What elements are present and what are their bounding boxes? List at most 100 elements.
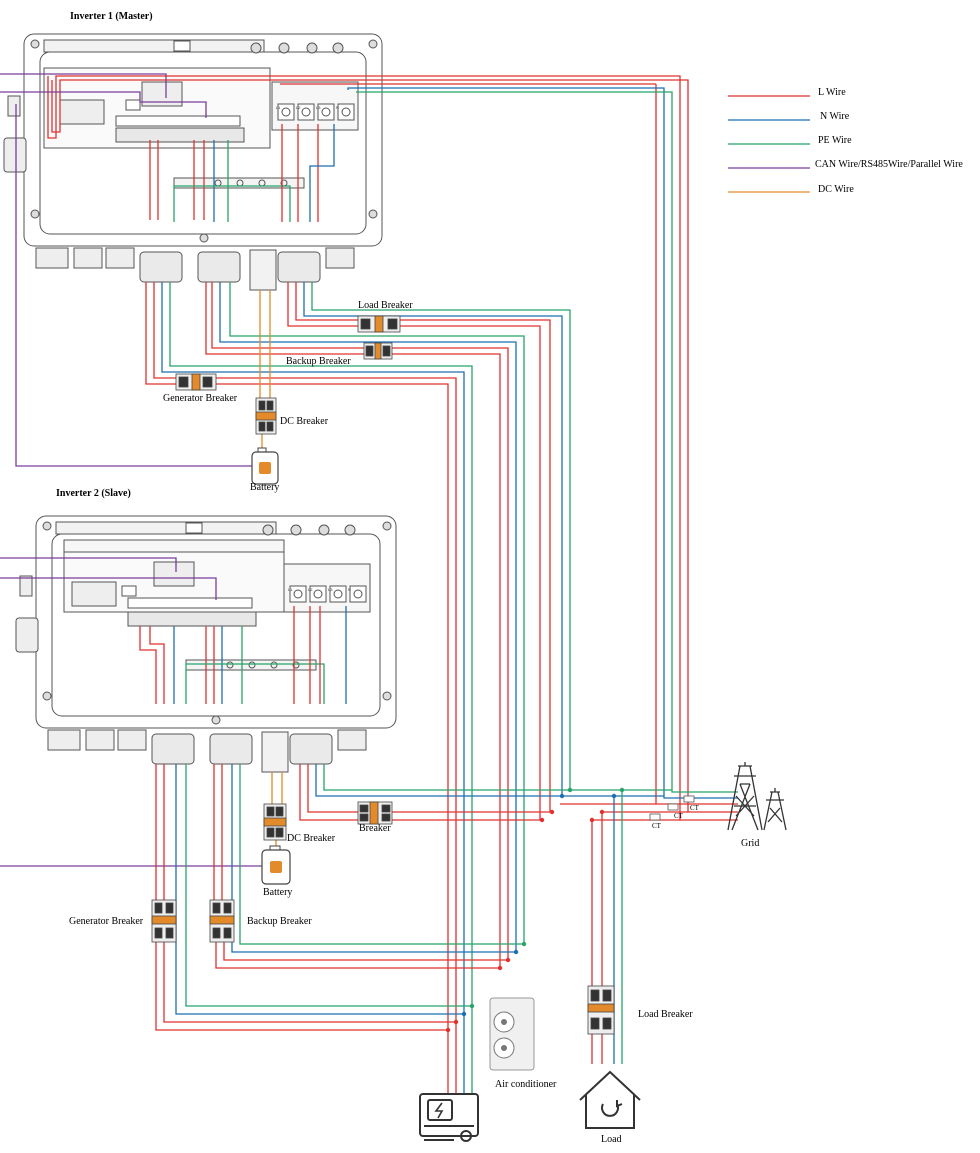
- wire-l: [153, 282, 176, 379]
- wire-l: [145, 282, 176, 385]
- dc-breaker-slave: [263, 803, 287, 841]
- load-breaker-bottom: [587, 985, 615, 1035]
- junction-dot: [559, 793, 565, 799]
- dc-breaker-label-slave: DC Breaker: [287, 833, 336, 844]
- load-house-icon: [579, 1070, 641, 1129]
- backup-breaker-label-master: Backup Breaker: [286, 356, 351, 367]
- slave-title: Inverter 2 (Slave): [56, 488, 131, 499]
- junction-dot: [539, 817, 545, 823]
- wire-n: [309, 124, 335, 222]
- wire-l: [400, 325, 541, 820]
- wire-l: [163, 940, 456, 1023]
- junction-dot: [505, 957, 511, 963]
- svg-text:L3: L3: [328, 587, 333, 592]
- wires: [0, 73, 738, 1094]
- master-terminal-labels: L1 L2 L3 N: [276, 105, 339, 110]
- junction-dot: [453, 1019, 459, 1025]
- battery-slave: [261, 845, 291, 885]
- wire-p: [239, 764, 524, 945]
- junction-dot: [549, 809, 555, 815]
- wire-l: [392, 347, 509, 958]
- wire-l: [287, 282, 358, 327]
- backup-breaker-label-slave: Backup Breaker: [247, 916, 312, 927]
- inverter-slave: [15, 515, 397, 773]
- backup-breaker-slave: [209, 899, 235, 943]
- air-conditioner-label: Air conditioner: [495, 1079, 557, 1090]
- wire-p: [185, 764, 472, 1007]
- wire-p: [185, 663, 325, 704]
- legend-can-wire: CAN Wire/RS485Wire/Parallel Wire: [815, 159, 963, 170]
- load-breaker-master: [357, 315, 401, 333]
- wire-l: [223, 940, 508, 961]
- junction-dot: [513, 949, 519, 955]
- inverter-master: [3, 33, 383, 291]
- generator-icon: [419, 1093, 479, 1142]
- wire-p: [173, 185, 291, 222]
- wire-l: [295, 282, 358, 321]
- junction-dot: [611, 793, 617, 799]
- ct-label-1: CT: [652, 822, 662, 830]
- wire-l: [299, 764, 358, 821]
- ct-label-2: CT: [674, 812, 684, 820]
- svg-text:L2: L2: [308, 587, 313, 592]
- junction-dot: [461, 1011, 467, 1017]
- wire-l: [400, 319, 551, 812]
- wire-p: [229, 282, 525, 944]
- legend: L Wire N Wire PE Wire CAN Wire/RS485Wire…: [728, 87, 963, 195]
- dc-breaker-label-master: DC Breaker: [280, 416, 329, 427]
- wire-l: [214, 377, 457, 1030]
- legend-pe-wire: PE Wire: [818, 135, 852, 146]
- slave-terminal-labels: L1 L2 L3 N: [288, 587, 351, 592]
- wire-l: [155, 940, 448, 1031]
- legend-dc-wire: DC Wire: [818, 184, 854, 195]
- generator-breaker-master: [175, 373, 217, 391]
- wire-c: [0, 91, 207, 118]
- wire-p: [311, 282, 571, 790]
- junction-dots: [445, 787, 625, 1033]
- ct-sensors: CT CT CT: [649, 795, 700, 830]
- legend-l-wire: L Wire: [818, 87, 846, 98]
- svg-text:L1: L1: [276, 105, 281, 110]
- junction-dot: [521, 941, 527, 947]
- wire-c: [0, 557, 177, 572]
- wire-p: [356, 91, 738, 793]
- svg-text:L1: L1: [288, 587, 293, 592]
- breaker-slave-grid: [357, 801, 393, 825]
- svg-text:N: N: [336, 105, 339, 110]
- master-title: Inverter 1 (Master): [70, 11, 153, 22]
- generator-breaker-label-slave: Generator Breaker: [69, 916, 144, 927]
- battery-label-slave: Battery: [263, 887, 292, 898]
- grid-label: Grid: [741, 838, 759, 849]
- svg-text:N: N: [348, 587, 351, 592]
- wire-l: [205, 282, 364, 355]
- wire-l: [139, 626, 157, 704]
- junction-dot: [567, 787, 573, 793]
- breakers: [151, 315, 615, 1035]
- wire-p: [323, 764, 672, 791]
- wire-l: [215, 940, 500, 969]
- wire-l: [149, 626, 165, 704]
- wire-n: [219, 282, 517, 952]
- ct-label-3: CT: [690, 804, 700, 812]
- breaker-label-slave: Breaker: [359, 823, 391, 834]
- wire-n: [303, 282, 563, 796]
- wire-c: [15, 104, 252, 467]
- legend-n-wire: N Wire: [820, 111, 850, 122]
- wire-l: [307, 764, 358, 813]
- junction-dot: [445, 1027, 451, 1033]
- load-breaker-label-master: Load Breaker: [358, 300, 413, 311]
- svg-text:L3: L3: [316, 105, 321, 110]
- dc-breaker-master: [255, 397, 277, 435]
- wire-c: [0, 577, 217, 600]
- junction-dot: [497, 965, 503, 971]
- junction-dot: [619, 787, 625, 793]
- junction-dot: [469, 1003, 475, 1009]
- load-breaker-label-bottom: Load Breaker: [638, 1009, 693, 1020]
- wire-l: [211, 282, 364, 349]
- battery-label-master: Battery: [250, 482, 279, 493]
- wire-n: [161, 282, 465, 1018]
- wire-n: [175, 764, 464, 1015]
- backup-breaker-master: [363, 342, 393, 360]
- wire-n: [315, 764, 664, 797]
